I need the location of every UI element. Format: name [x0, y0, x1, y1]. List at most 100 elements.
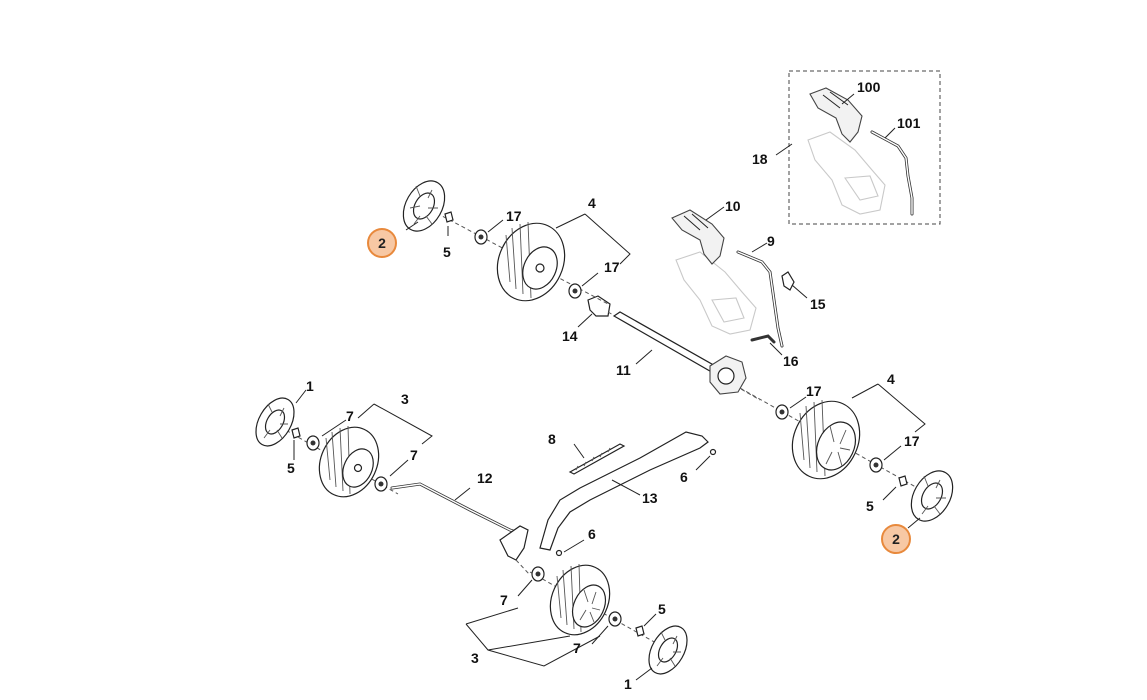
- label-4-right: 4: [887, 371, 895, 387]
- leader-2-right: [907, 517, 921, 529]
- label-18: 18: [752, 151, 768, 167]
- part-14-lever: [587, 295, 611, 317]
- wheel-right-hub: [815, 421, 857, 471]
- ghost-housing: [675, 251, 757, 335]
- leader-7-d: [591, 625, 609, 645]
- wheel-top-tread: [505, 221, 532, 299]
- leader-8: [573, 443, 585, 459]
- label-7-a: 7: [346, 408, 354, 424]
- part-6-pin-middle: [709, 448, 717, 456]
- callout-2-right: [881, 524, 911, 554]
- label-12: 12: [477, 470, 493, 486]
- part-10-bracket: [671, 209, 725, 265]
- label-7-d: 7: [573, 640, 581, 656]
- hubcap-top-spokes: [409, 185, 438, 225]
- left-wheel-axis: [267, 419, 399, 495]
- part-6-pin-lower: [555, 549, 563, 557]
- leader-6-middle: [695, 455, 711, 471]
- wheel-bottom-tread: [556, 563, 582, 633]
- wheel-top-axle-hole: [535, 263, 545, 273]
- part-4-wheel-top: [496, 221, 566, 302]
- wheel-bottom-hub: [571, 584, 607, 628]
- part-1-hubcap-bottom: [648, 625, 688, 675]
- hubcap-right-spokes: [921, 475, 946, 515]
- label-15: 15: [810, 296, 826, 312]
- leader-101: [884, 127, 896, 139]
- leader-1-bottom: [635, 667, 653, 681]
- rear-axle-group: 11: [607, 311, 761, 401]
- hubcap-left-spokes: [263, 403, 288, 439]
- hubcap-bottom-spokes: [656, 631, 681, 667]
- front-axle-centerline: [515, 559, 531, 576]
- label-6-lower: 6: [588, 526, 596, 542]
- part-1-hubcap-left: [255, 397, 295, 447]
- wheel-group-right: 17 17 5 4 2: [739, 371, 954, 554]
- part-8-spring: [568, 443, 626, 475]
- part-13-frame: [539, 431, 709, 551]
- label-1-top: 1: [306, 378, 314, 394]
- wheel-bottom-spokes: [579, 589, 601, 623]
- label-5-left: 5: [287, 460, 295, 476]
- leader-13: [611, 479, 641, 496]
- detail-box-height-adjuster: 100 101 18: [752, 70, 941, 225]
- label-2-right: 2: [892, 531, 900, 547]
- bushing-bottom-hole: [612, 616, 618, 622]
- bushing-top-inner-hole: [572, 288, 578, 294]
- part-2-hubcap-top: [402, 180, 446, 232]
- hubcap-right-centre: [920, 482, 944, 510]
- label-8: 8: [548, 431, 556, 447]
- wheel-left-tread: [325, 425, 351, 495]
- label-13: 13: [642, 490, 658, 506]
- label-17-top-inner: 17: [604, 259, 620, 275]
- part-2-hubcap-right: [910, 470, 954, 522]
- leader-14: [577, 313, 593, 328]
- leader-7-a: [321, 419, 347, 437]
- bushing-top-hole: [478, 234, 484, 240]
- leader-100: [841, 93, 855, 105]
- part-9-rod-inner: [737, 251, 783, 347]
- bushing-left-hole: [310, 440, 316, 446]
- label-17-top: 17: [506, 208, 522, 224]
- part-100-detail: [822, 91, 849, 109]
- part-3-wheel-bottom: [549, 563, 611, 636]
- label-7-b: 7: [410, 447, 418, 463]
- leader-4-right: [851, 383, 926, 433]
- wheel-left-axle-hole: [353, 463, 363, 473]
- part-5-washer-right: [898, 475, 908, 487]
- part-5-washer-top: [444, 211, 454, 223]
- part-12-bracket: [499, 525, 529, 561]
- ghost-housing-detail: [807, 131, 886, 215]
- part-5-washer-bottom: [635, 625, 645, 637]
- leader-7-b: [389, 459, 409, 477]
- hubcap-top-centre: [412, 192, 436, 220]
- label-3-left: 3: [401, 391, 409, 407]
- label-9: 9: [767, 233, 775, 249]
- leader-5-right: [882, 486, 897, 501]
- part-3-wheel-left: [318, 425, 380, 498]
- label-3-bottom: 3: [471, 650, 479, 666]
- leader-17-right-inner: [789, 396, 807, 409]
- part-4-wheel-right: [791, 399, 861, 480]
- part-16-pin: [750, 334, 776, 344]
- label-100: 100: [857, 79, 881, 95]
- label-17-right-inner: 17: [806, 383, 822, 399]
- part-100-bracket: [809, 87, 863, 143]
- wheel-group-bottom: 7 7 5 1 3: [465, 563, 688, 692]
- leader-7-c: [517, 579, 533, 597]
- label-4-top: 4: [588, 195, 596, 211]
- leader-6-lower: [563, 539, 585, 553]
- spring-coils: [575, 447, 611, 471]
- leader-2-top: [405, 221, 419, 231]
- leader-3-bottom: [465, 607, 601, 667]
- label-5-right: 5: [866, 498, 874, 514]
- wheel-group-left: 1 5 7 7 3: [255, 378, 433, 498]
- right-wheel-axis: [739, 387, 931, 496]
- part-12-axle-inner: [391, 483, 523, 535]
- wheel-right-spokes: [825, 425, 851, 467]
- label-11: 11: [616, 362, 631, 378]
- leader-17-top-inner: [581, 272, 599, 287]
- label-5-bottom: 5: [658, 601, 666, 617]
- label-6-middle: 6: [680, 469, 688, 485]
- height-adjuster-assembly: 10 9 15 16 14: [562, 198, 826, 369]
- leader-10: [705, 206, 725, 221]
